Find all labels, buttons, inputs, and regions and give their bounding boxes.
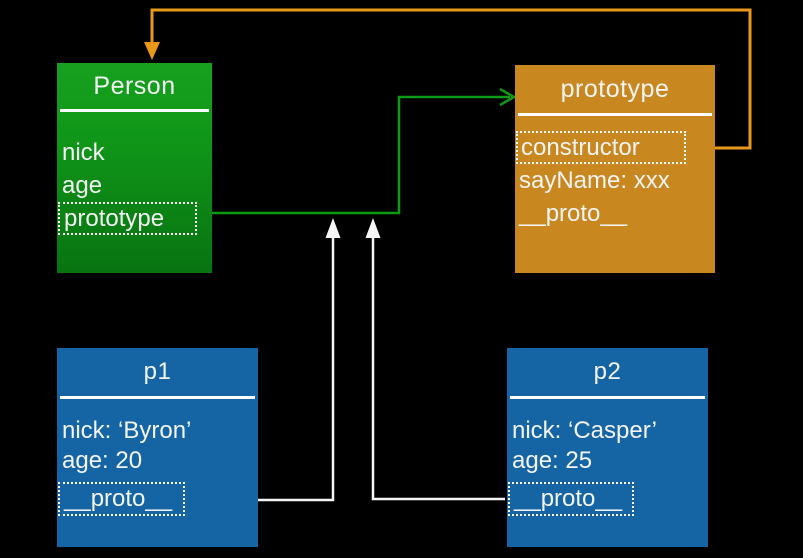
person-box: Person nick age prototype: [57, 63, 212, 273]
prototype-field-proto: __proto__: [519, 200, 628, 227]
p2-field-nick: nick: ‘Casper’: [512, 417, 657, 444]
person-field-nick: nick: [62, 139, 105, 166]
p2-field-proto: __proto__: [508, 482, 634, 516]
p2-box: p2 nick: ‘Casper’ age: 25 __proto__: [507, 348, 708, 547]
prototype-field-sayname: sayName: xxx: [519, 167, 670, 194]
p2-box-divider: [510, 396, 705, 399]
arrowhead-down-icon: [144, 42, 160, 60]
p1-field-proto: __proto__: [58, 482, 185, 516]
prototype-box-title: prototype: [560, 75, 670, 103]
person-box-fields: nick age prototype: [57, 136, 212, 235]
arrowhead-up-icon: [325, 218, 341, 238]
p1-field-nick: nick: ‘Byron’: [62, 417, 192, 444]
prototype-box-divider: [518, 113, 712, 116]
p2-field-age: age: 25: [512, 447, 593, 474]
p2-box-fields: nick: ‘Casper’ age: 25 __proto__: [507, 416, 708, 516]
prototype-box-fields: constructor sayName: xxx __proto__: [515, 131, 715, 230]
arrow-person-prototype-to-prototype: [199, 87, 517, 215]
p1-field-age: age: 20: [62, 447, 143, 474]
person-field-prototype: prototype: [58, 202, 197, 235]
arrowhead-up-icon: [365, 218, 381, 238]
p2-box-title: p2: [593, 358, 622, 385]
arrow-p2-proto-to-prototype: [365, 218, 505, 501]
p1-box-divider: [60, 396, 255, 399]
person-field-age: age: [62, 172, 103, 199]
p1-box: p1 nick: ‘Byron’ age: 20 __proto__: [57, 348, 258, 547]
p1-box-title: p1: [143, 358, 172, 385]
arrowhead-right-icon: [499, 87, 517, 107]
prototype-box: prototype constructor sayName: xxx __pro…: [515, 65, 715, 273]
prototype-field-constructor: constructor: [516, 131, 686, 164]
person-box-title: Person: [93, 72, 176, 100]
p1-box-fields: nick: ‘Byron’ age: 20 __proto__: [57, 416, 258, 516]
person-box-divider: [60, 109, 209, 112]
